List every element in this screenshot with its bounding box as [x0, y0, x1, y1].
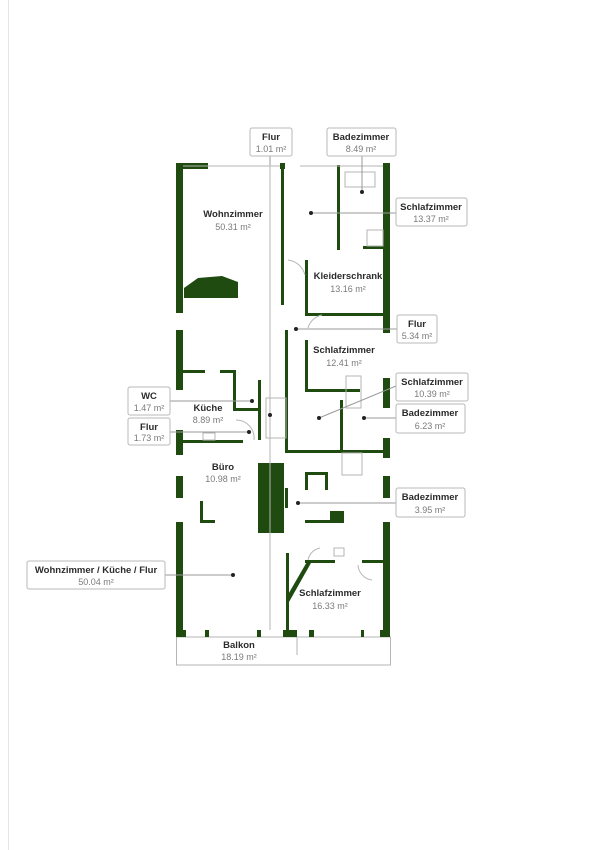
room-name: Schlafzimmer [401, 377, 463, 388]
room-label-schlafzimmer-1[interactable]: Schlafzimmer 13.37 m² [395, 197, 468, 227]
room-label-schlafzimmer-2[interactable]: Schlafzimmer 12.41 m² [313, 345, 375, 368]
room-label-flur-2[interactable]: Flur 5.34 m² [396, 314, 438, 344]
room-label-kueche[interactable]: Küche 8.89 m² [193, 403, 224, 425]
room-area: 3.95 m² [415, 505, 446, 515]
room-area: 18.19 m² [221, 652, 257, 662]
room-area: 13.37 m² [413, 214, 449, 224]
page-edge-line [8, 0, 9, 850]
room-area: 1.73 m² [134, 433, 165, 443]
room-name: Kleiderschrank [314, 271, 383, 282]
room-name: Küche [193, 403, 222, 414]
leader-lines [165, 156, 397, 576]
room-area: 10.39 m² [414, 389, 450, 399]
room-name: Schlafzimmer [299, 588, 361, 599]
room-name: WC [141, 391, 157, 402]
room-name: Flur [140, 422, 158, 433]
room-name: Wohnzimmer / Küche / Flur [35, 565, 158, 576]
room-name: Badezimmer [402, 492, 459, 503]
room-name: Badezimmer [402, 408, 459, 419]
room-area: 50.31 m² [215, 222, 251, 232]
room-name: Büro [212, 462, 234, 473]
room-name: Badezimmer [333, 132, 390, 143]
room-name: Wohnzimmer [203, 209, 263, 220]
room-area: 1.47 m² [134, 403, 165, 413]
room-area: 13.16 m² [330, 284, 366, 294]
room-label-flur-1[interactable]: Flur 1.01 m² [249, 127, 293, 157]
room-label-schlafzimmer-4[interactable]: Schlafzimmer 16.33 m² [299, 588, 361, 611]
balcony-outline [176, 636, 391, 666]
room-label-badezimmer-2[interactable]: Badezimmer 6.23 m² [395, 403, 466, 434]
room-name: Schlafzimmer [400, 202, 462, 213]
room-area: 10.98 m² [205, 474, 241, 484]
room-label-flur-3[interactable]: Flur 1.73 m² [127, 417, 171, 446]
room-area: 8.89 m² [193, 415, 224, 425]
room-center-dots [231, 190, 366, 577]
room-label-balkon[interactable]: Balkon 18.19 m² [221, 640, 257, 662]
room-name: Balkon [223, 640, 255, 651]
walls [176, 163, 390, 637]
room-label-wc[interactable]: WC 1.47 m² [127, 386, 171, 416]
room-area: 50.04 m² [78, 577, 114, 587]
room-label-badezimmer-1[interactable]: Badezimmer 8.49 m² [326, 127, 397, 157]
fixtures [183, 160, 384, 655]
room-name: Flur [408, 319, 426, 330]
room-label-kleiderschrank[interactable]: Kleiderschrank 13.16 m² [314, 271, 383, 294]
room-area: 1.01 m² [256, 144, 287, 154]
room-area: 12.41 m² [326, 358, 362, 368]
room-area: 5.34 m² [402, 331, 433, 341]
room-label-wohnzimmer-kueche-flur[interactable]: Wohnzimmer / Küche / Flur 50.04 m² [26, 560, 166, 590]
room-name: Schlafzimmer [313, 345, 375, 356]
room-label-wohnzimmer[interactable]: Wohnzimmer 50.31 m² [203, 209, 263, 232]
room-label-schlafzimmer-3[interactable]: Schlafzimmer 10.39 m² [395, 372, 469, 402]
room-area: 16.33 m² [312, 601, 348, 611]
room-area: 8.49 m² [346, 144, 377, 154]
room-label-badezimmer-3[interactable]: Badezimmer 3.95 m² [395, 487, 466, 518]
room-label-buero[interactable]: Büro 10.98 m² [205, 462, 241, 484]
room-name: Flur [262, 132, 280, 143]
room-area: 6.23 m² [415, 421, 446, 431]
